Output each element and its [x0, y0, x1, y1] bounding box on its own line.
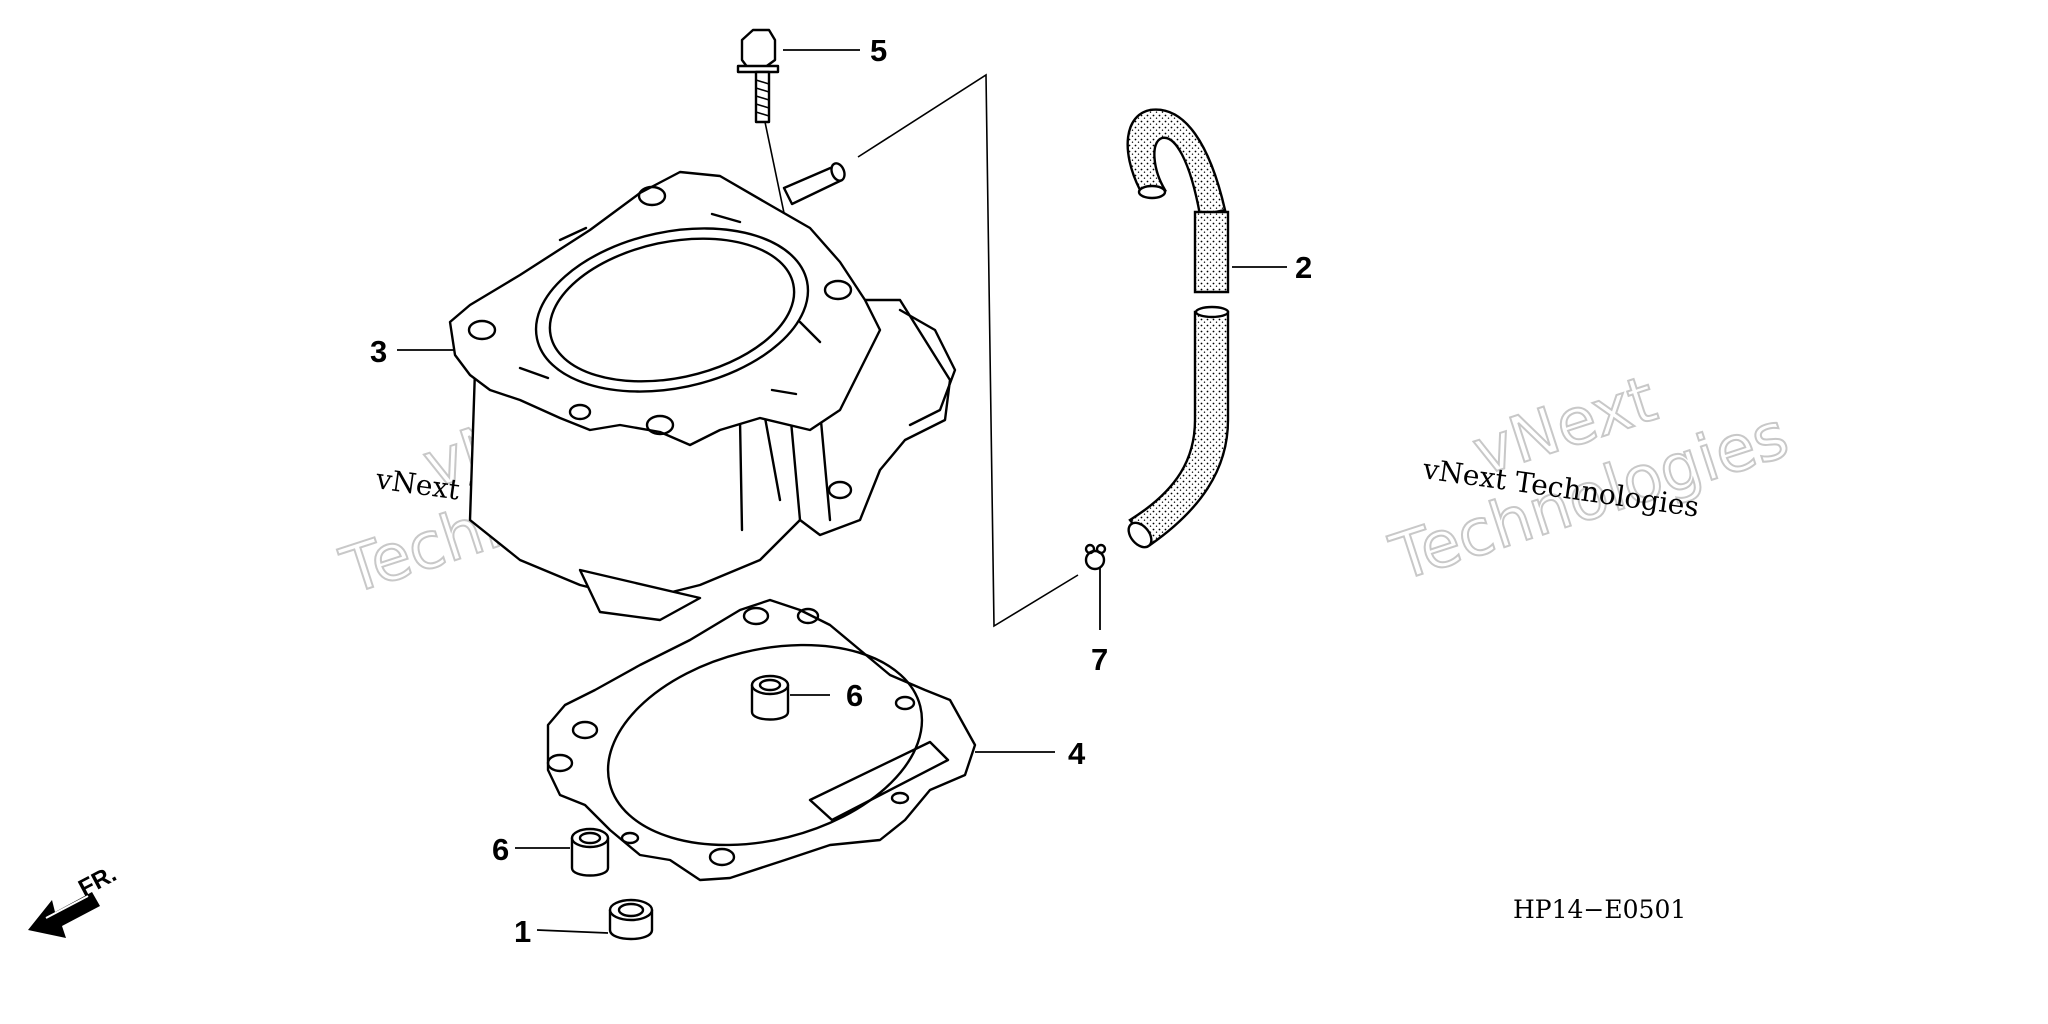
- breather-tube-part: [1126, 108, 1230, 549]
- callout-1: 1: [514, 914, 531, 949]
- callout-4: 4: [1068, 736, 1086, 771]
- clip-part: [1084, 543, 1107, 571]
- callout-7: 7: [1091, 642, 1108, 677]
- callout-6-lower: 6: [492, 832, 509, 867]
- cylinder-part: [448, 162, 957, 622]
- front-arrow-icon: [28, 892, 100, 938]
- callout-3: 3: [370, 334, 387, 369]
- callout-2: 2: [1295, 250, 1312, 285]
- leader-1: [536, 929, 609, 934]
- front-label: FR.: [74, 860, 121, 902]
- breather-connection-line: [857, 73, 1079, 628]
- callout-6-upper: 6: [846, 678, 863, 713]
- callout-5: 5: [870, 33, 887, 68]
- gasket-part: [546, 598, 977, 882]
- dowel-pin-lower: [570, 827, 610, 877]
- collar-part: [608, 898, 654, 941]
- dowel-pin-upper: [750, 674, 790, 721]
- diagram-code: HP14−E0501: [1513, 895, 1686, 924]
